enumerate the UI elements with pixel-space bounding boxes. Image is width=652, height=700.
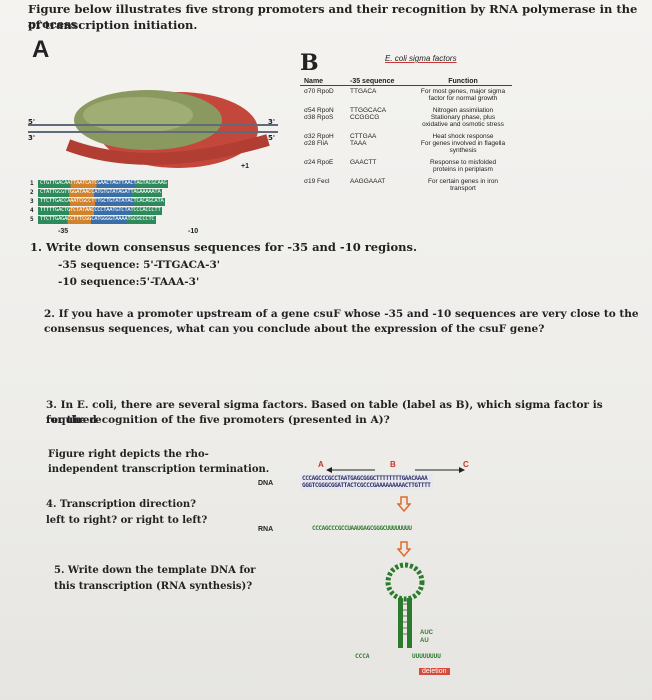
dna-top-strand: CCCAGCCCGCCTAATGAGCGGGCTTTTTTTTGAACAAAA (302, 475, 428, 482)
q5-line-2: this transcription (RNA synthesis)? (54, 581, 253, 592)
label-c: C (463, 460, 469, 469)
au-label: AU (420, 638, 429, 644)
svg-text:5': 5' (28, 118, 35, 126)
dna-label: DNA (258, 480, 274, 487)
tick-minus35: -35 (58, 228, 69, 235)
header-function: Function (414, 78, 512, 86)
panel-b-title: E. coli sigma factors (385, 54, 457, 63)
q4-line-1: 4. Transcription direction? (46, 499, 196, 510)
down-arrow-icon (397, 496, 411, 512)
table-header-row: Name -35 sequence Function (300, 78, 512, 86)
header-name: Name (300, 78, 346, 86)
intro-line-2: of transcription initiation. (28, 18, 198, 32)
q1-answer-10: -10 sequence:5'-TAAA-3' (58, 276, 200, 288)
rna-sequence: CCCAGCCCGCCUAAUGAGCGGGCUUUUUUUU (312, 525, 412, 532)
q2-line-2: consensus sequences, what can you conclu… (44, 323, 545, 335)
down-arrow-icon (397, 541, 411, 557)
svg-text:3': 3' (28, 134, 35, 142)
rna-polymerase-figure: 5' 3' 3' 5' (28, 90, 278, 168)
hairpin-left: CCCA (355, 653, 370, 660)
header-seq: -35 sequence (346, 78, 414, 86)
tick-minus10: -10 (188, 228, 199, 235)
fig-right-line-2: independent transcription termination. (48, 464, 270, 475)
deletion-badge: deletion (419, 668, 450, 675)
promoter-row: 5 TTCTTGAGACCTTTCGGCATGGGGTAAAATGCGCCCTC (30, 216, 157, 224)
dna-strands: CCCAGCCCGCCTAATGAGCGGGCTTTTTTTTGAACAAAA … (300, 474, 433, 490)
q2-line-1: 2. If you have a promoter upstream of a … (44, 308, 639, 320)
q1-title: 1. Write down consensus sequences for -3… (30, 240, 418, 254)
q3-line-2: for the recognition of the five promoter… (46, 414, 390, 426)
svg-text:3': 3' (268, 118, 275, 126)
hairpin-tail: UUUUUUUU (412, 653, 441, 660)
q3-line-1: 3. In E. coli, there are several sigma f… (46, 399, 603, 426)
hairpin-structure (385, 562, 425, 648)
promoter-row: 4 TTTTTGACTGTCTATAACCCCTAATGTCTATCCCACCC… (30, 207, 163, 215)
q5-line-1: 5. Write down the template DNA for (54, 565, 256, 576)
fig-right-line-1: Figure right depicts the rho- (48, 449, 209, 460)
label-b: B (390, 460, 396, 469)
promoter-sequences: 1 CTGTTGACAATTAATCATCGAACTAGTTAACTAGTACG… (30, 180, 270, 225)
panel-b-label: B (300, 50, 319, 76)
rna-label: RNA (258, 526, 274, 533)
promoter-row: 2 CTATTGCGTTGGATAACCATGTGTATAGATTAGAAAAA… (30, 189, 163, 197)
direction-arrows (326, 467, 465, 473)
q4-line-2: left to right? or right to left? (46, 515, 208, 526)
auc-label: AUC (420, 630, 433, 636)
dna-bottom-strand: GGGTCGGGCGGATTACTCGCCCGAAAAAAAAACTTGTTTT (302, 482, 431, 489)
promoter-row: 3 TTCTTGACCAAATCGCCTTTGCTGTATATACTCACAGC… (30, 198, 166, 206)
plus-one-label: +1 (241, 163, 249, 170)
promoter-row: 1 CTGTTGACAATTAATCATCGAACTAGTTAACTAGTACG… (30, 180, 169, 188)
intro-line-1: Figure below illustrates five strong pro… (28, 2, 638, 31)
panel-a-label: A (32, 36, 50, 63)
label-a: A (318, 460, 324, 469)
svg-text:5': 5' (268, 134, 275, 142)
q1-answer-35: -35 sequence: 5'-TTGACA-3' (58, 259, 221, 271)
